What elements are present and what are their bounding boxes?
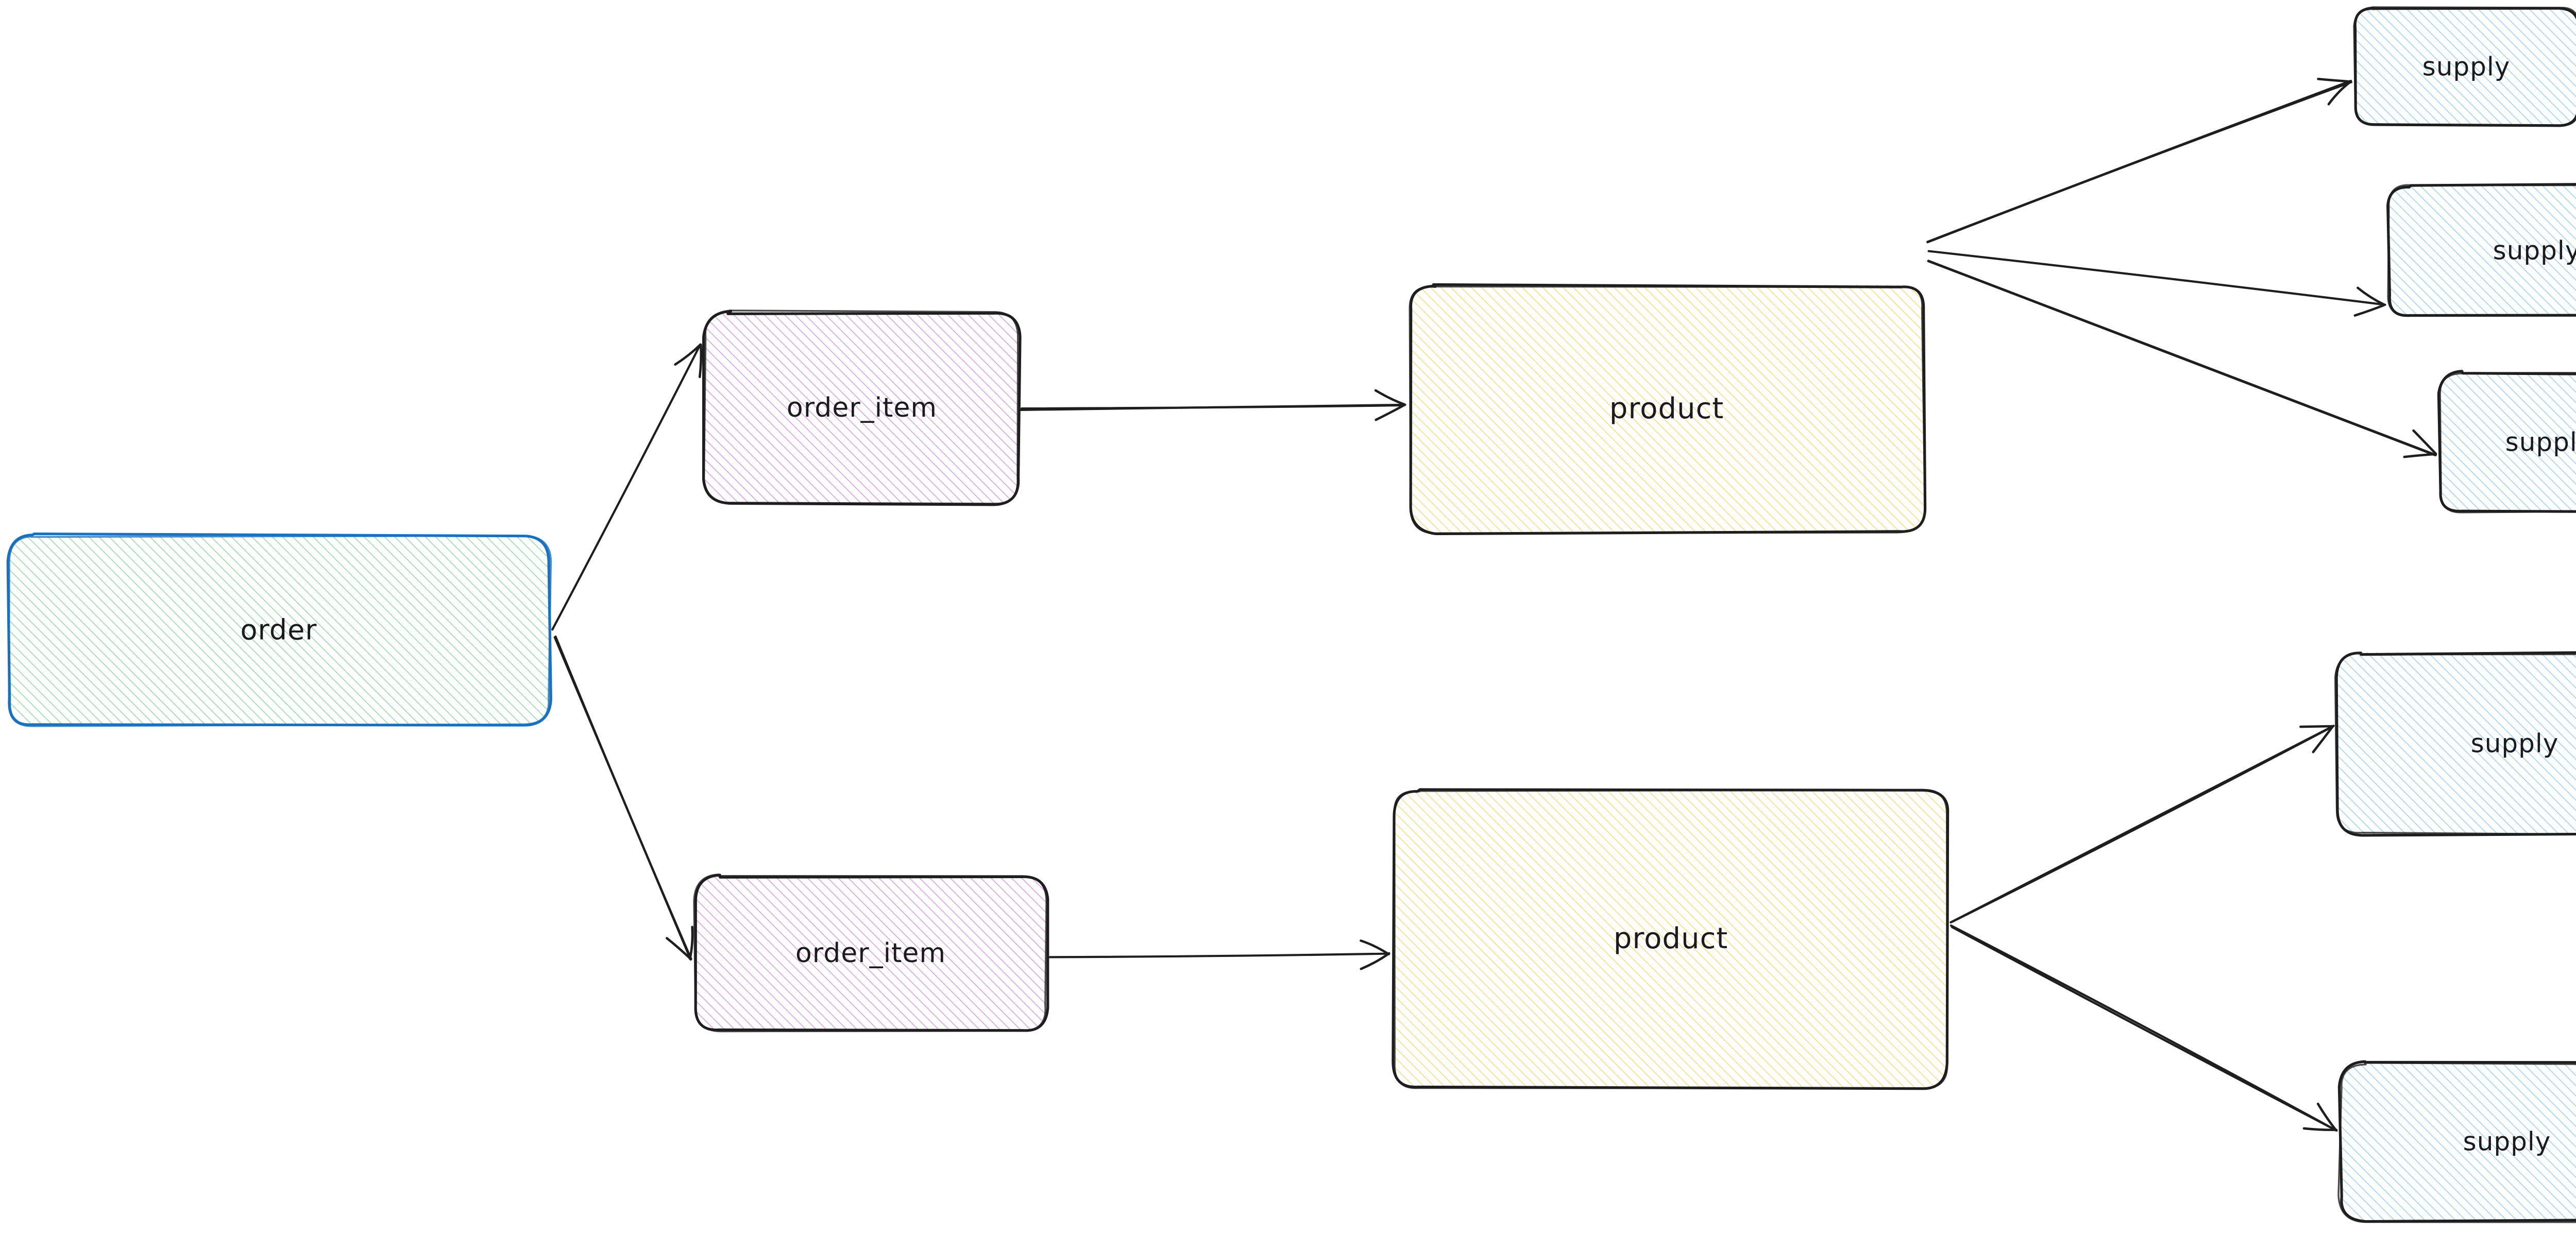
edge-order_item_1-to-product_1[interactable]	[1020, 389, 1406, 421]
edge-product_2-to-supply_4[interactable]	[1950, 725, 2335, 923]
node-fill	[1409, 284, 1924, 533]
node-layer: orderorder_itemorder_itemproductproducts…	[6, 6, 2576, 1223]
edge-line	[1951, 926, 2337, 1132]
node-fill	[2340, 1063, 2576, 1221]
node-label-order_item_2: order_item	[795, 938, 946, 969]
node-product_1[interactable]: product	[1409, 283, 1927, 536]
node-supply_2[interactable]: supply	[2386, 183, 2576, 317]
arrowhead-barb	[1374, 389, 1406, 406]
node-order_item_2[interactable]: order_item	[693, 874, 1049, 1033]
arrowhead-barb	[666, 937, 692, 961]
node-outline	[2337, 1060, 2576, 1223]
arrowhead-barb	[1375, 403, 1406, 421]
node-label-order: order	[241, 614, 317, 646]
arrowhead-barb	[2317, 77, 2352, 83]
arrowhead-barb	[2403, 453, 2437, 458]
node-outline	[8, 535, 552, 727]
node-label-supply_1: supply	[2422, 52, 2511, 82]
edge-line	[1950, 924, 2338, 1132]
node-fill	[2388, 184, 2576, 316]
node-fill	[2336, 652, 2576, 835]
node-outline	[693, 874, 1047, 1033]
edge-line	[1927, 260, 2436, 457]
node-supply_5[interactable]: supply	[2337, 1060, 2576, 1223]
edge-product_2-to-supply_5[interactable]	[1950, 924, 2338, 1132]
node-fill	[704, 312, 1020, 504]
edge-product_1-to-supply_3[interactable]	[1927, 260, 2437, 458]
node-outline	[2334, 652, 2576, 835]
node-product_2[interactable]: product	[1392, 788, 1950, 1090]
arrowhead-barb	[2353, 304, 2385, 317]
node-order[interactable]: order	[6, 532, 552, 727]
edge-line	[1926, 81, 2352, 244]
node-fill	[694, 875, 1047, 1032]
node-outline	[2353, 6, 2576, 127]
edge-product_1-to-supply_2[interactable]	[1927, 250, 2386, 317]
node-outline	[2337, 1061, 2576, 1223]
edge-line	[554, 635, 692, 961]
node-outline	[1393, 789, 1948, 1089]
arrowhead-barb	[2312, 725, 2334, 754]
edge-order_item_2-to-product_2[interactable]	[1048, 939, 1391, 970]
node-label-supply_2: supply	[2493, 236, 2576, 266]
node-fill	[2439, 372, 2576, 512]
node-label-product_2: product	[1614, 922, 1728, 955]
node-label-supply_3: supply	[2505, 427, 2576, 457]
node-outline	[2387, 184, 2576, 317]
node-outline	[1409, 285, 1926, 535]
edge-line	[1048, 952, 1391, 958]
edge-line	[1020, 403, 1406, 412]
node-supply_1[interactable]: supply	[2353, 6, 2576, 127]
arrowhead-barb	[2327, 81, 2351, 106]
node-order_item_1[interactable]: order_item	[702, 310, 1022, 506]
node-fill	[1394, 789, 1948, 1088]
node-outline	[2439, 372, 2576, 513]
node-fill	[2354, 8, 2576, 126]
edge-line	[1927, 250, 2386, 306]
edge-line	[1950, 725, 2335, 923]
arrowhead-barb	[1360, 939, 1390, 955]
node-outline	[703, 310, 1019, 505]
edge-line	[551, 343, 702, 631]
arrowhead-barb	[2412, 429, 2437, 455]
node-label-supply_5: supply	[2463, 1127, 2551, 1157]
edge-order-to-order_item_1[interactable]	[551, 343, 703, 631]
node-fill	[7, 536, 550, 725]
arrowhead-barb	[2357, 286, 2385, 306]
edge-layer	[551, 77, 2437, 1132]
arrowhead-barb	[698, 344, 703, 379]
arrowhead-barb	[1360, 952, 1391, 970]
node-label-order_item_1: order_item	[787, 392, 937, 423]
node-supply_3[interactable]: supply	[2437, 370, 2576, 513]
node-label-supply_4: supply	[2471, 729, 2559, 759]
arrowhead-barb	[688, 926, 694, 960]
edge-order-to-order_item_2[interactable]	[553, 635, 694, 961]
node-label-product_1: product	[1609, 392, 1724, 425]
arrowhead-barb	[674, 343, 702, 366]
arrowhead-barb	[2302, 1127, 2338, 1132]
arrowhead-barb	[2316, 1102, 2337, 1132]
edge-product_1-to-supply_1[interactable]	[1926, 77, 2352, 244]
node-supply_4[interactable]: supply	[2334, 651, 2576, 837]
arrowhead-barb	[2299, 725, 2334, 728]
